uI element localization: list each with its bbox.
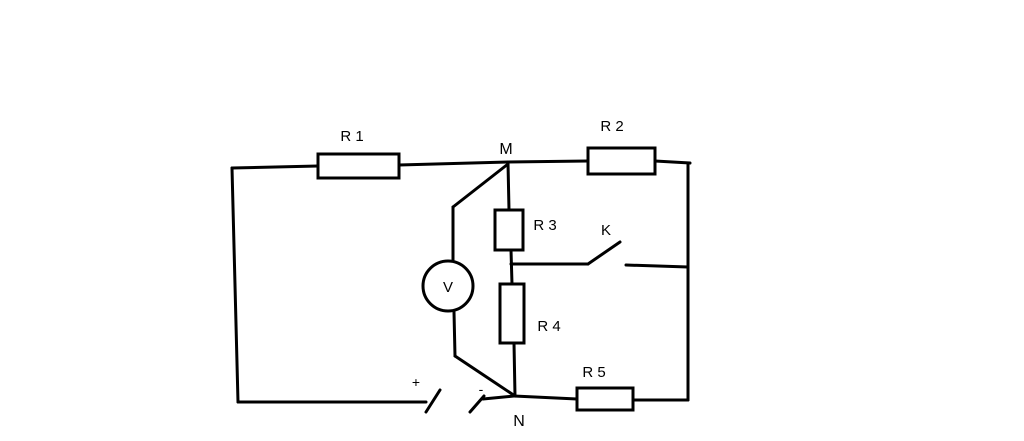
wire-left-vertical [230,166,240,404]
wires [230,159,692,404]
wire-left-top [230,164,320,170]
node-n-label: N [513,413,525,430]
battery-plus-label: + [412,374,420,390]
wire-m-to-r2 [506,159,590,164]
resistor-r4 [498,282,526,345]
r2-label: R 2 [600,118,623,135]
wire-voltmeter-bottom [452,310,457,358]
resistor-r2 [586,146,657,176]
battery-minus-label: - [479,381,484,397]
wire-battery-to-n [481,394,516,401]
voltmeter-circle [421,259,475,313]
wire-r2-to-right [653,159,692,165]
wire-switch-to-right [624,263,690,269]
resistor-r3 [493,208,525,252]
wire-r1-to-m [397,160,510,167]
wire-r4-to-n [512,341,517,398]
battery-plate-plus [424,388,442,414]
wire-m-to-r3 [506,161,511,212]
r5-label: R 5 [582,364,605,381]
switch-k-label: K [601,222,611,239]
node-m-label: M [499,141,512,158]
voltmeter-label: V [443,279,453,296]
r4-label: R 4 [537,318,560,335]
r1-label: R 1 [340,128,363,145]
battery [424,388,486,414]
battery-plate-minus [468,394,486,414]
wire-n-to-r5 [512,394,579,401]
switch-k-blade [586,240,622,266]
wire-voltmeter-to-n-diag [453,354,517,398]
resistor-r1 [316,152,401,180]
r3-label: R 3 [533,217,556,234]
wire-m-to-voltmeter-diag [451,162,510,209]
wire-r3-to-r4 [509,248,514,286]
resistor-r5 [575,386,635,412]
